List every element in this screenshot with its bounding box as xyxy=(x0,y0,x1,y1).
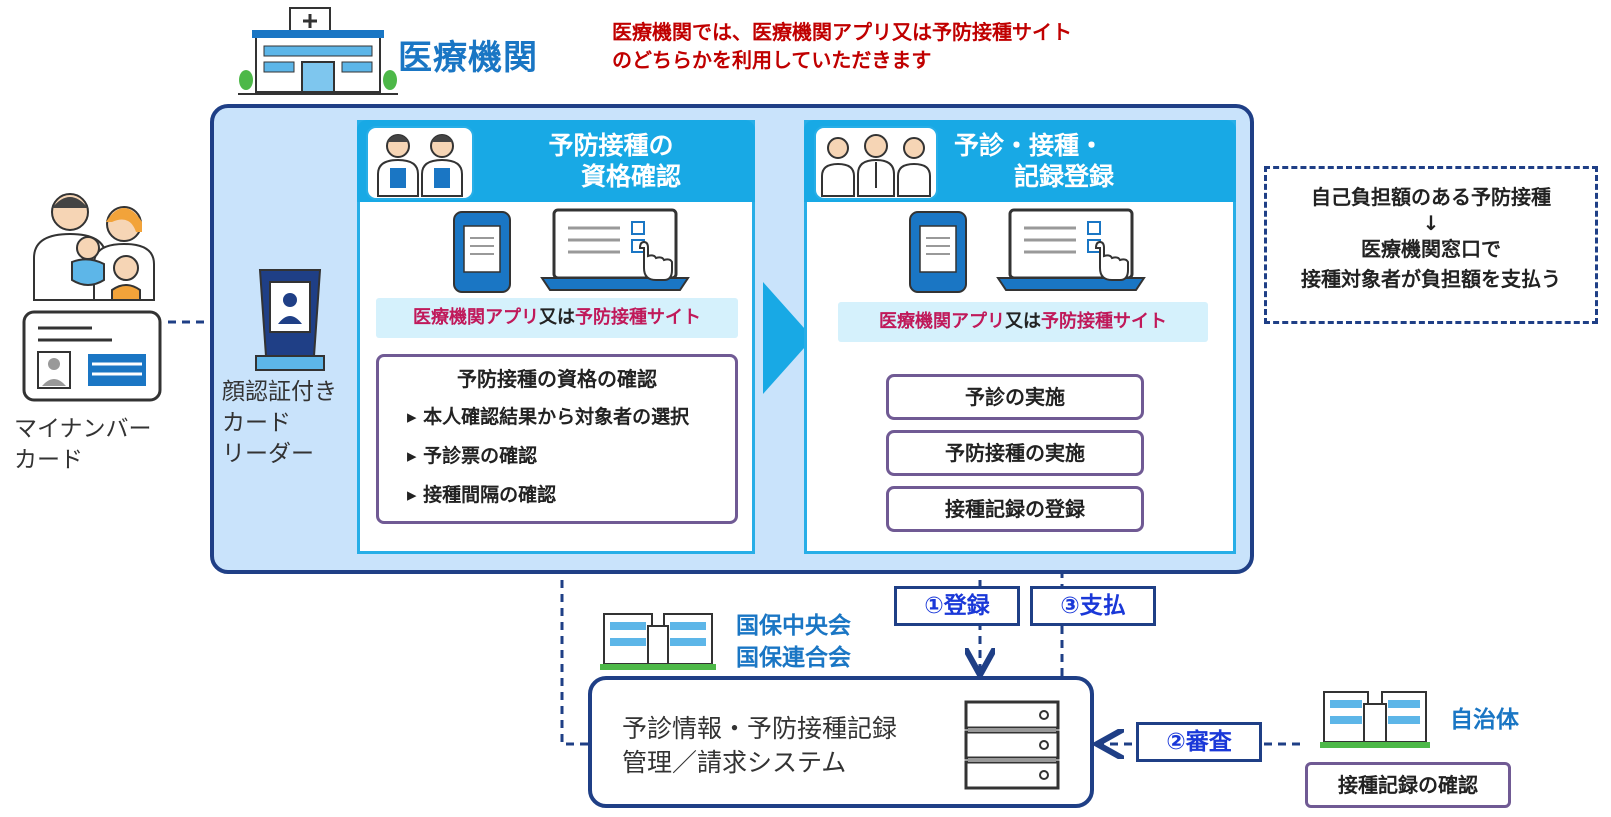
record-confirmation: 接種記録の確認 xyxy=(1305,762,1511,808)
step-record-registration: 接種記録の登録 xyxy=(886,486,1144,532)
exam-title-line2: 記録登録 xyxy=(1014,162,1115,191)
exam-app-part3: 予防接種サイト xyxy=(1041,311,1167,332)
laptop-icon xyxy=(540,208,690,294)
usage-note-line1: 医療機関では、医療機関アプリ又は予防接種サイト xyxy=(612,20,1072,44)
staff-icon xyxy=(366,126,474,200)
municipality-label: 自治体 xyxy=(1450,707,1519,733)
qualification-item: ▸ 本人確認結果から対象者の選択 xyxy=(407,406,690,428)
usage-note: 医療機関では、医療機関アプリ又は予防接種サイト のどちらかを利用していただきます xyxy=(612,18,1072,74)
system-label-line2: 管理／請求システム xyxy=(622,748,847,777)
self-pay-note-line2: 医療機関窓口で xyxy=(1361,237,1501,261)
card-reader-label-line1: 顔認証付き xyxy=(222,379,337,405)
self-pay-note: 自己負担額のある予防接種 ↓ 医療機関窓口で 接種対象者が負担額を支払う xyxy=(1264,166,1598,324)
organization-label-line1: 国保中央会 xyxy=(736,613,851,639)
organization-label-line2: 国保連合会 xyxy=(736,645,851,671)
qualification-title-line2: 資格確認 xyxy=(580,162,681,191)
exam-app-part2: 又は xyxy=(1005,311,1041,332)
exam-title-line1: 予診・接種・ xyxy=(954,131,1105,160)
system-label: 予診情報・予防接種記録 管理／請求システム xyxy=(622,712,897,780)
family-icon xyxy=(28,190,158,302)
system-label-line1: 予診情報・予防接種記録 xyxy=(622,714,898,743)
laptop-icon xyxy=(996,208,1146,294)
step-vaccination: 予防接種の実施 xyxy=(886,430,1144,476)
qualification-item-text: 接種間隔の確認 xyxy=(423,484,557,506)
hospital-icon xyxy=(238,6,398,98)
payment-tag: ③支払 xyxy=(1030,586,1156,626)
register-tag: ①登録 xyxy=(894,586,1020,626)
institution-title: 医療機関 xyxy=(398,38,538,78)
qualification-item-text: 予診票の確認 xyxy=(423,445,538,467)
qualification-box: 予防接種の資格の確認 ▸ 本人確認結果から対象者の選択 ▸ 予診票の確認 ▸ 接… xyxy=(376,354,738,524)
qualification-app-label: 医療機関アプリ又は予防接種サイト xyxy=(376,298,738,338)
tablet-icon xyxy=(452,210,512,294)
mynumber-card-label: マイナンバー カード xyxy=(14,414,152,476)
exam-app-part1: 医療機関アプリ xyxy=(879,311,1005,332)
tablet-icon xyxy=(908,210,968,294)
qualification-item: ▸ 接種間隔の確認 xyxy=(407,484,557,506)
medical-staff-icon xyxy=(814,126,938,200)
self-pay-note-line1: 自己負担額のある予防接種 xyxy=(1311,185,1551,209)
step-preliminary-exam: 予診の実施 xyxy=(886,374,1144,420)
organization-building-icon xyxy=(600,610,716,672)
card-reader-label-line2: カード xyxy=(222,410,291,436)
qualification-app-part2: 又は xyxy=(539,307,575,328)
mynumber-card-label-line2: カード xyxy=(14,447,83,473)
exam-app-label: 医療機関アプリ又は予防接種サイト xyxy=(838,302,1208,342)
card-reader-label-line3: リーダー xyxy=(222,441,314,467)
qualification-item-text: 本人確認結果から対象者の選択 xyxy=(423,406,690,428)
usage-note-line2: のどちらかを利用していただきます xyxy=(612,48,932,72)
municipality-building-icon xyxy=(1320,688,1430,750)
management-billing-system: 予診情報・予防接種記録 管理／請求システム xyxy=(588,676,1094,808)
mynumber-card-icon xyxy=(22,310,162,402)
card-reader-icon xyxy=(252,262,328,374)
review-tag: ②審査 xyxy=(1136,722,1262,762)
qualification-item: ▸ 予診票の確認 xyxy=(407,445,538,467)
qualification-app-part1: 医療機関アプリ xyxy=(413,307,539,328)
card-reader-label: 顔認証付き カード リーダー xyxy=(222,377,337,470)
organization-label: 国保中央会 国保連合会 xyxy=(736,610,851,674)
qualification-box-title: 予防接種の資格の確認 xyxy=(457,367,657,391)
mynumber-card-label-line1: マイナンバー xyxy=(14,416,152,442)
server-icon xyxy=(964,700,1060,790)
down-arrow-icon: ↓ xyxy=(1422,211,1440,235)
qualification-title-line1: 予防接種の xyxy=(548,131,674,160)
qualification-app-part3: 予防接種サイト xyxy=(575,307,701,328)
self-pay-note-line3: 接種対象者が負担額を支払う xyxy=(1301,267,1561,291)
